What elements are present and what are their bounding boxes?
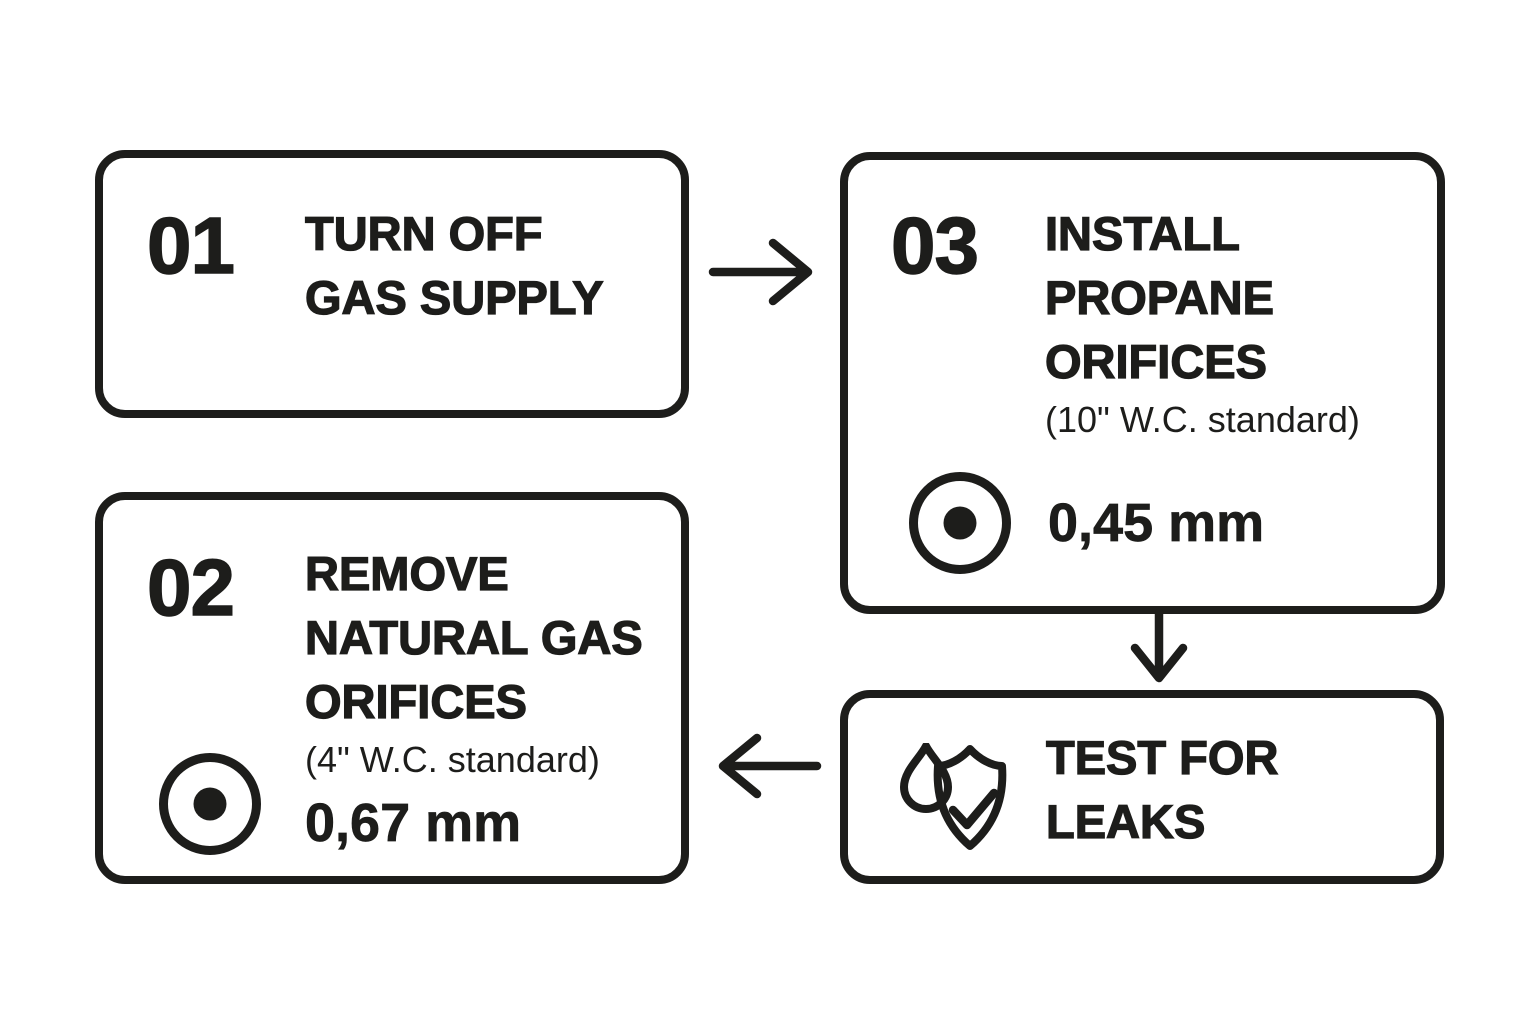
shield-icon: [933, 745, 1007, 850]
step-2-title: REMOVE NATURAL GAS ORIFICES: [304, 542, 643, 734]
arrow-down-icon: [1130, 609, 1188, 683]
step-2-title-line: ORIFICES: [304, 674, 527, 728]
leak-test-shield-icon: [900, 743, 1007, 850]
step-2-title-line: REMOVE: [304, 546, 509, 600]
orifice-icon: [909, 472, 1011, 574]
leak-test-title-line: TEST FOR: [1045, 730, 1279, 784]
step-3-pressure-spec: (10" W.C. standard): [1045, 399, 1360, 440]
step-2-number: 02: [146, 543, 235, 632]
leak-test-title-line: LEAKS: [1045, 794, 1206, 848]
step-3-title: INSTALL PROPANE ORIFICES: [1044, 202, 1274, 394]
arrow-left-icon: [718, 733, 822, 799]
step-3-orifice-row: 0,45 mm: [908, 471, 1264, 575]
step-3-title-line: ORIFICES: [1044, 334, 1267, 388]
droplet-icon: [900, 743, 952, 813]
step-1-title: TURN OFF GAS SUPPLY: [304, 202, 604, 330]
step-1-number: 01: [146, 201, 235, 290]
leak-test-title: TEST FOR LEAKS: [1045, 726, 1279, 854]
step-1-box: 01 TURN OFF GAS SUPPLY: [95, 150, 689, 418]
step-2-pressure-spec: (4" W.C. standard): [305, 739, 600, 780]
step-2-box: 02 REMOVE NATURAL GAS ORIFICES (4" W.C. …: [95, 492, 689, 884]
step-3-title-line: PROPANE: [1044, 270, 1274, 324]
orifice-icon: [159, 753, 261, 855]
step-3-orifice-size: 0,45 mm: [1048, 493, 1265, 553]
step-2-orifice-size: 0,67 mm: [305, 793, 522, 853]
leak-test-box: TEST FOR LEAKS: [840, 690, 1444, 884]
step-3-title-line: INSTALL: [1044, 206, 1240, 260]
step-3-number: 03: [890, 201, 979, 290]
step-2-title-line: NATURAL GAS: [304, 610, 643, 664]
arrow-right-icon: [708, 238, 813, 306]
step-3-box: 03 INSTALL PROPANE ORIFICES (10" W.C. st…: [840, 152, 1445, 614]
checkmark-icon: [948, 788, 999, 830]
step-1-title-line: GAS SUPPLY: [304, 270, 604, 324]
step-1-title-line: TURN OFF: [304, 206, 543, 260]
